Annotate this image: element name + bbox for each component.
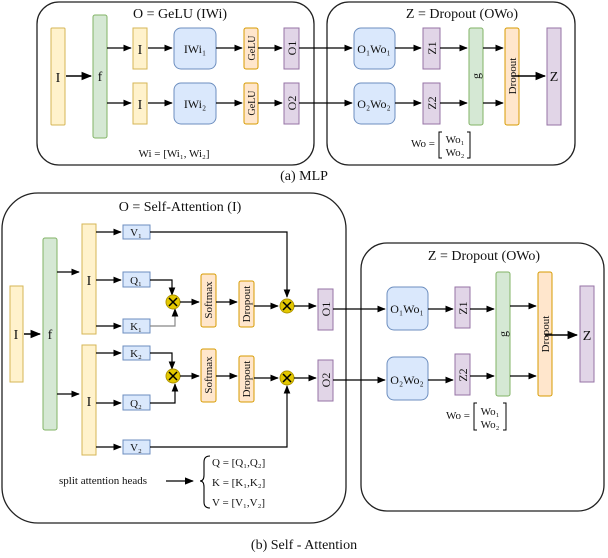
attn-proj2-label: O₂Wo₂ [390, 373, 423, 387]
mlp-f-label: f [98, 70, 103, 85]
mlp-wo-bracket-right [467, 131, 471, 159]
attn-final-dropout-block [537, 271, 553, 397]
mlp-o2-label: O2 [285, 96, 299, 111]
mlp-branch1-input-block [132, 27, 148, 70]
attn-dropout1-block [238, 280, 255, 328]
mlp-wo-label: Wo = [411, 138, 435, 150]
attn-input-label: I [14, 328, 19, 343]
mlp-wo-row2: Wo₂ [446, 147, 465, 159]
attn-final-label: Z [583, 329, 592, 344]
attn-z1-label: Z1 [456, 301, 470, 314]
attn-arrow [150, 308, 179, 327]
attn-proj2-block [386, 356, 429, 401]
mlp-gelu1-label: GeLU [247, 35, 258, 61]
mlp-weight2-label: IWi₂ [184, 97, 206, 111]
attn-g-label: g [496, 331, 510, 337]
mlp-branch1-input-label: I [138, 43, 143, 58]
attn-z2-label: Z2 [456, 368, 470, 381]
attn-f-block [42, 237, 58, 431]
attn-o2-label: O2 [319, 373, 333, 388]
attn-q2-label: Q₂ [130, 398, 142, 410]
attn-dropout2-block [238, 355, 255, 403]
attn-left-container [1, 192, 347, 524]
attn-arrow [150, 231, 291, 298]
mlp-wo-bracket-left [438, 131, 442, 159]
attn-proj1-label: O₁Wo₁ [390, 302, 423, 316]
mlp-left-title: O = GeLU (IWi) [133, 7, 227, 22]
attn-dropout2-label: Dropout [241, 361, 253, 398]
attn-head1-input-block [81, 223, 97, 335]
attn-softmax1-label: Softmax [203, 281, 215, 319]
attn-arrow [150, 383, 179, 404]
mlp-left-container [36, 1, 315, 166]
attn-split-eq-k: K = [K₁,K₂] [212, 477, 265, 489]
multiply-glyph [168, 371, 178, 381]
attn-o1-label: O1 [319, 302, 333, 317]
attn-head2-input-block [81, 344, 97, 456]
attn-arrow [150, 279, 176, 296]
attn-g-block [495, 271, 511, 397]
mlp-right-container [326, 1, 576, 166]
mlp-branch2-input-block [132, 82, 148, 125]
mlp-g-block [468, 27, 484, 126]
attn-v1-label: V₁ [130, 227, 142, 239]
attn-split-brace [199, 455, 211, 509]
mlp-final-block [546, 27, 562, 126]
mlp-z1-label: Z1 [425, 41, 439, 54]
mlp-proj2-label: O₂Wo₂ [357, 97, 390, 111]
mlp-caption: (a) MLP [280, 169, 328, 184]
attn-wo-label: Wo = [446, 410, 470, 422]
attn-final-block [579, 285, 595, 383]
mlp-z2-label: Z2 [425, 96, 439, 109]
attn-split-eq-q: Q = [Q₁,Q₂] [212, 457, 265, 469]
multiply-glyph [282, 373, 292, 383]
attn-head1-input-label: I [87, 274, 92, 289]
attn-q1-label: Q₁ [130, 275, 142, 287]
attn-arrow [150, 352, 176, 370]
mlp-g-label: g [469, 73, 483, 79]
attn-v2-label: V₂ [130, 442, 142, 454]
attn-arrow [150, 385, 291, 448]
mlp-input-block [50, 27, 66, 126]
attn-wo-bracket-right [503, 402, 507, 431]
attn-wo-bracket-left [473, 402, 477, 431]
attn-wo-row2: Wo₂ [481, 419, 500, 431]
attn-final-dropout-label: Dropout [540, 316, 552, 353]
mlp-branch2-input-label: I [138, 98, 143, 113]
multiply-glyph [282, 301, 292, 311]
attn-z1-block [454, 286, 471, 329]
attn-right-container [360, 242, 605, 512]
attn-input-block [9, 285, 24, 383]
multiply-glyph [168, 297, 178, 307]
mlp-input-label: I [56, 71, 61, 86]
attn-split-eq-v: V = [V₁,V₂] [212, 497, 265, 509]
mlp-final-label: Z [550, 70, 559, 85]
attn-head2-input-label: I [87, 395, 92, 410]
attn-wo-row1: Wo₁ [481, 406, 500, 418]
mlp-wo-row1: Wo₁ [446, 134, 465, 146]
attn-z2-block [454, 353, 471, 396]
attn-split-label: split attention heads [59, 475, 147, 487]
attn-softmax2-label: Softmax [203, 356, 215, 394]
attn-left-title: O = Self-Attention (I) [119, 200, 242, 215]
attn-caption: (b) Self - Attention [251, 538, 357, 553]
mlp-right-title: Z = Dropout (OWo) [406, 7, 518, 22]
mlp-weight1-label: IWi₁ [184, 42, 206, 56]
attn-k1-label: K₁ [130, 321, 142, 333]
mlp-gelu2-label: GeLU [247, 90, 258, 116]
mlp-proj1-label: O₁Wo₁ [357, 42, 390, 56]
attn-dropout1-label: Dropout [241, 286, 253, 323]
mlp-wi-formula: Wi = [Wi₁, Wi₂] [139, 148, 210, 160]
mlp-f-block [92, 14, 108, 139]
attn-k2-label: K₂ [130, 348, 142, 360]
mlp-o1-label: O1 [285, 41, 299, 56]
attn-f-label: f [48, 328, 53, 343]
attn-softmax1-block [200, 273, 217, 328]
attn-right-title: Z = Dropout (OWo) [428, 249, 540, 264]
